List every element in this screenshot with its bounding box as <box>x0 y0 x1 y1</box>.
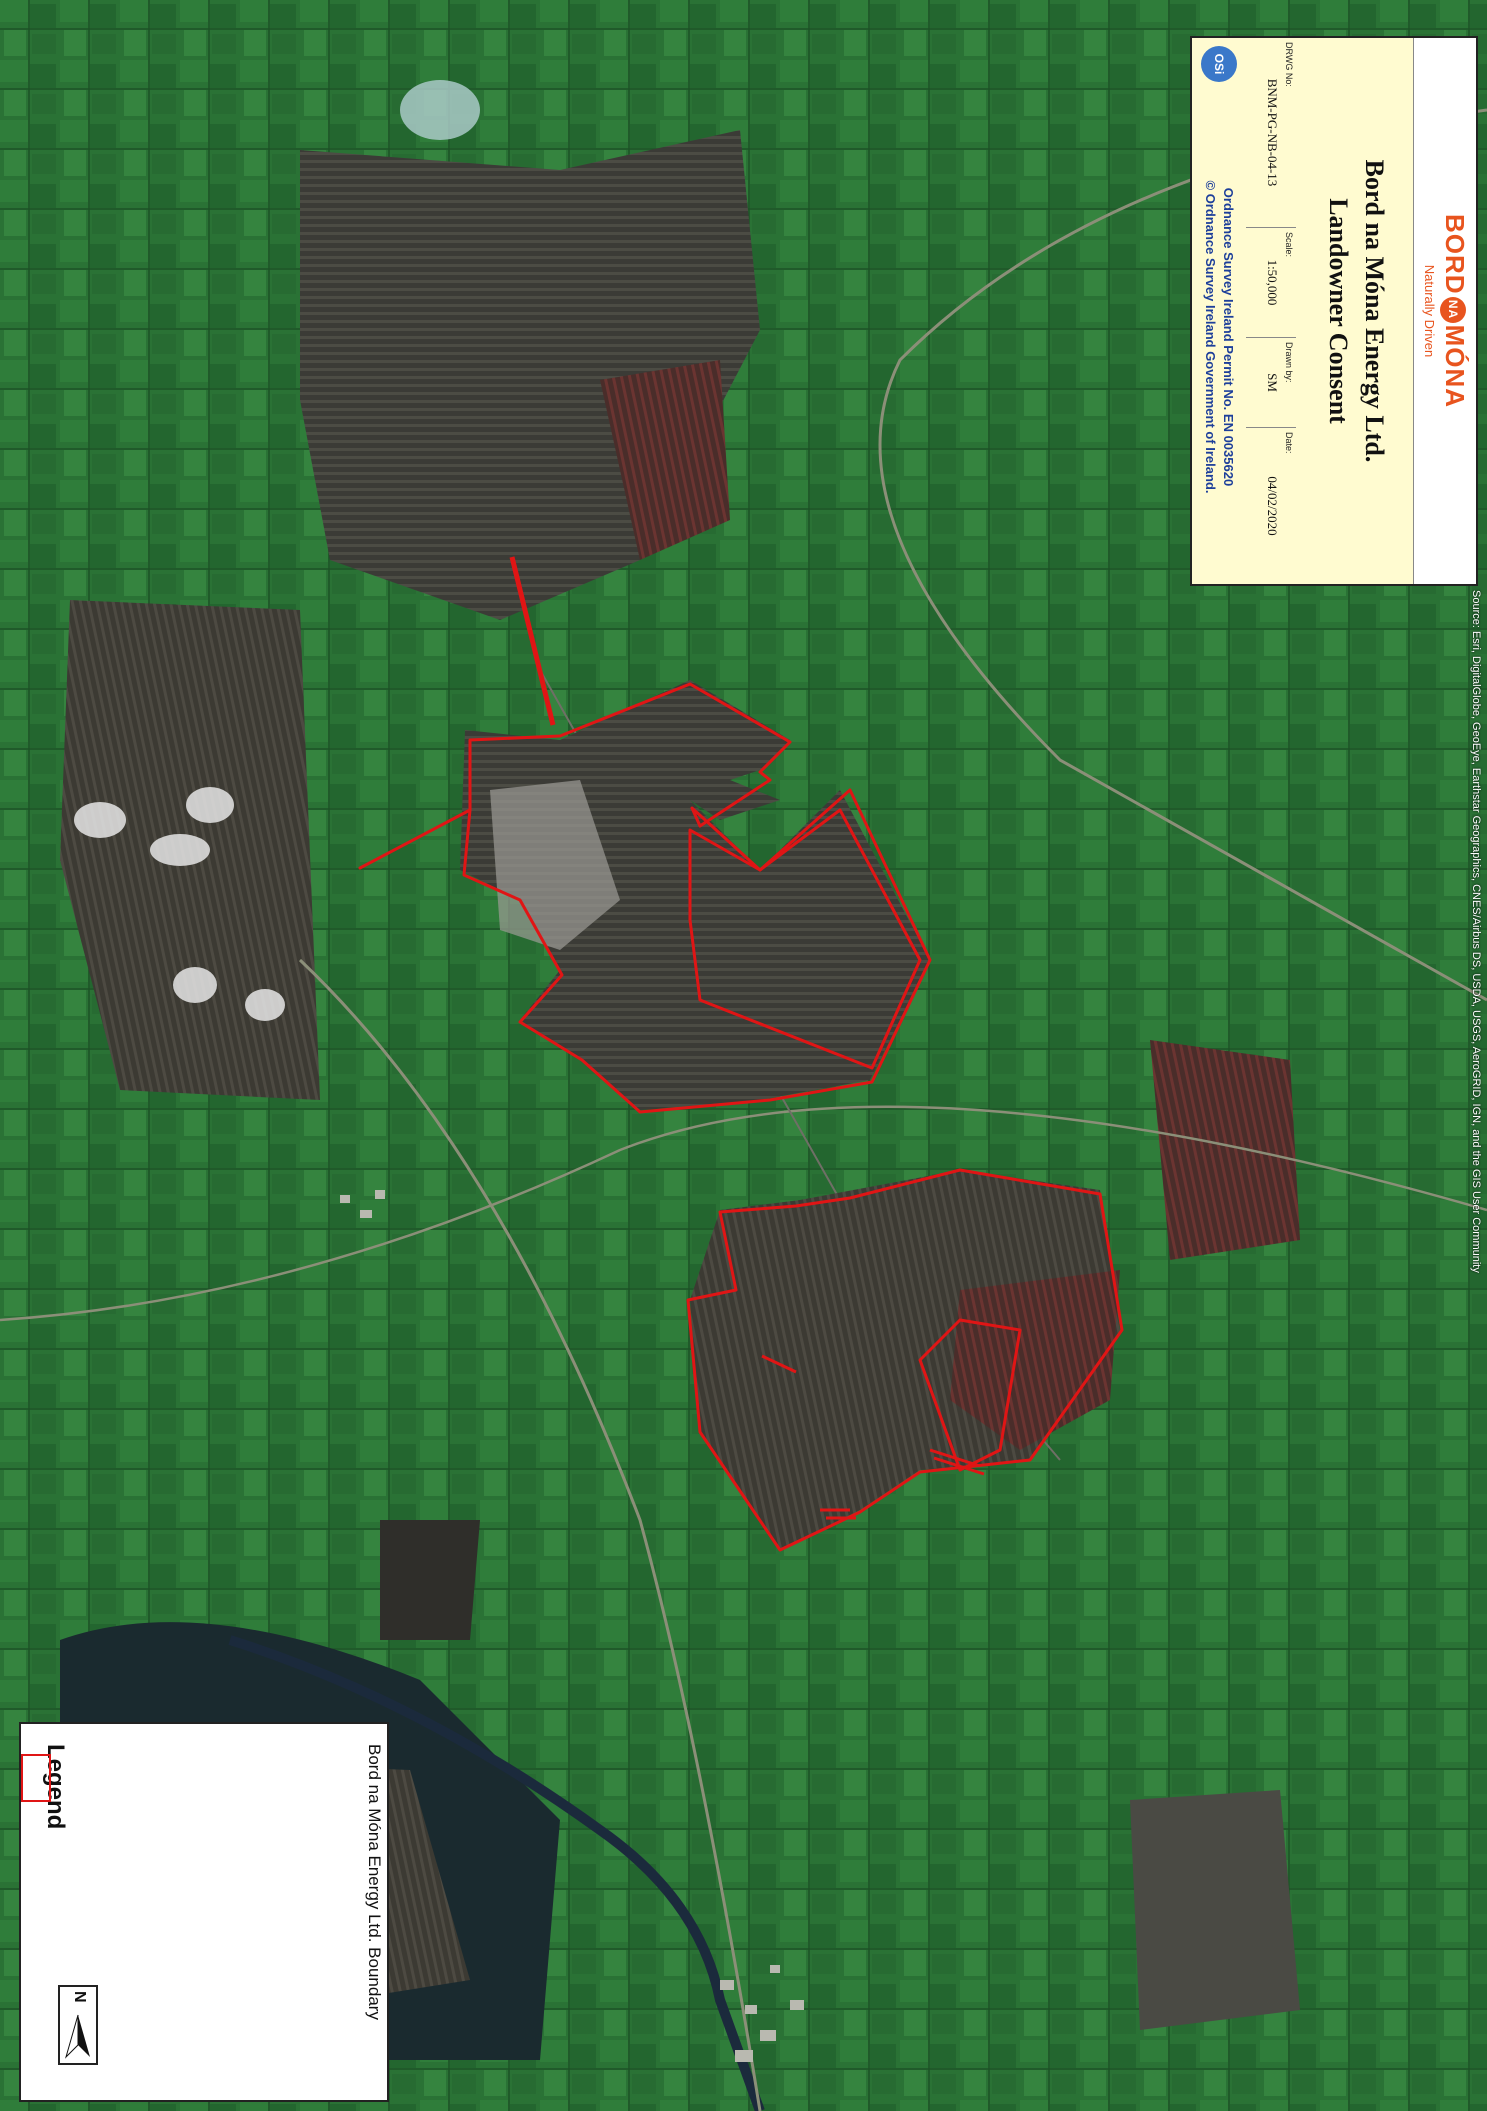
boundary-group <box>358 556 1124 1552</box>
north-arrow-icon <box>64 2014 90 2059</box>
boundary-north <box>358 682 932 1114</box>
bog-area-southwest <box>380 1520 480 1640</box>
bog-inside-south-red <box>950 1270 1120 1450</box>
north-label: N <box>71 1991 88 2003</box>
clouds <box>74 80 640 1026</box>
bog-inside-south-boundary <box>690 1170 1120 1550</box>
town-southwest <box>720 1965 804 2062</box>
drawn-value: SM <box>1265 373 1280 392</box>
north-arrow: N <box>58 1985 98 2065</box>
title-line-1: Bord na Móna Energy Ltd. <box>1360 159 1389 463</box>
drwg-label: DRWG No: <box>1284 42 1294 87</box>
date-value: 04/02/2020 <box>1265 476 1280 536</box>
title-block: BORDNAMÓNA Naturally Driven Bord na Móna… <box>1190 36 1478 586</box>
logo-brand-mid: NA <box>1439 296 1466 323</box>
river <box>228 1635 765 2111</box>
os-copyright-line: © Ordnance Survey Ireland Government of … <box>1203 180 1218 494</box>
town-central <box>340 1190 385 1218</box>
road-2 <box>298 958 762 2111</box>
boundary-south-strips <box>761 1354 985 1520</box>
date-cell: Date: 04/02/2020 <box>1246 428 1296 584</box>
ordnance-survey-notice: OSi Ordnance Survey Ireland Permit No. E… <box>1192 38 1246 584</box>
logo-brand-left: BORD <box>1440 214 1470 295</box>
osi-logo-icon: OSi <box>1201 46 1237 82</box>
date-label: Date: <box>1284 432 1294 454</box>
bog-area-southeast <box>1130 1790 1300 2030</box>
logo-tagline: Naturally Driven <box>1422 264 1437 358</box>
scale-label: Scale: <box>1284 232 1294 258</box>
drwg-value: BNM-PG-NB-04-13 <box>1265 78 1280 187</box>
legend-entry-boundary: Bord na Móna Energy Ltd. Boundary <box>365 1744 384 2020</box>
logo-brand-right: MÓNA <box>1440 324 1470 408</box>
drawn-cell: Drawn by: SM <box>1246 338 1296 428</box>
bog-area-east <box>1150 1040 1300 1260</box>
company-logo: BORDNAMÓNA Naturally Driven <box>1416 38 1476 584</box>
map-title: Bord na Móna Energy Ltd. Landowner Conse… <box>1294 38 1414 584</box>
scale-cell: Scale: 1:50,000 <box>1246 228 1296 338</box>
os-permit-line: Ordnance Survey Ireland Permit No. EN 00… <box>1221 187 1236 487</box>
boundary-connector <box>509 556 556 726</box>
source-attribution: Source: Esri, DigitalGlobe, GeoEye, Eart… <box>1470 590 1482 1273</box>
boundary-south <box>686 1168 1124 1552</box>
drwg-cell: DRWG No: BNM-PG-NB-04-13 <box>1246 38 1296 228</box>
road-3 <box>0 1105 1487 1322</box>
title-line-2: Landowner Consent <box>1324 198 1353 424</box>
bog-area-north-red <box>600 360 730 560</box>
boundary-south-inner <box>918 1318 1022 1472</box>
legend-boundary-swatch <box>21 1754 51 1802</box>
drawing-info-row: DRWG No: BNM-PG-NB-04-13 Scale: 1:50,000… <box>1245 38 1296 584</box>
drawn-label: Drawn by: <box>1284 342 1294 383</box>
boundary-north-inner <box>688 808 922 1070</box>
scale-value: 1:50,000 <box>1265 259 1280 306</box>
